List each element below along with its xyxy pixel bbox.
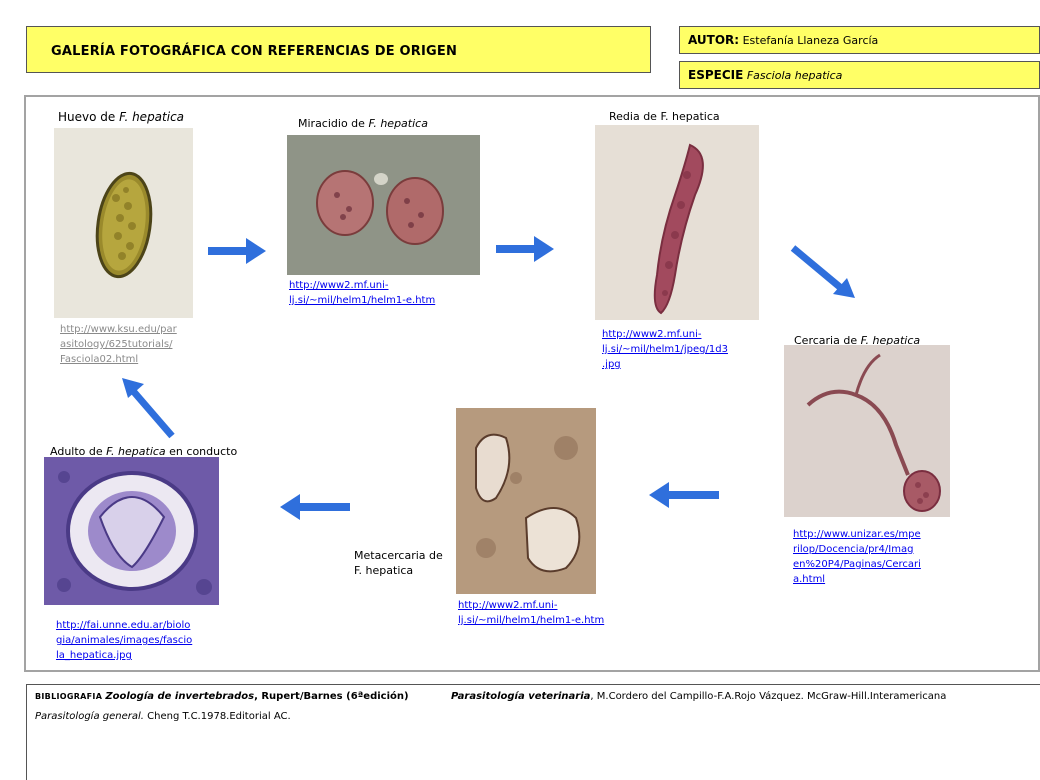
species-box: ESPECIE Fasciola hepatica bbox=[679, 61, 1040, 89]
ref3-title: Parasitología general. bbox=[35, 711, 144, 722]
photo-metacercaria bbox=[456, 408, 596, 594]
author-label: AUTOR: bbox=[688, 33, 740, 47]
arrow-up-left-icon bbox=[122, 378, 175, 439]
gallery-title: GALERÍA FOTOGRÁFICA CON REFERENCIAS DE O… bbox=[51, 44, 458, 59]
species-label: ESPECIE bbox=[688, 68, 744, 82]
url-cercaria[interactable]: http://www.unizar.es/mpe rilop/Docencia/… bbox=[793, 529, 921, 585]
arrow-right-icon bbox=[496, 236, 554, 262]
bibliography-line-2: Parasitología general. Cheng T.C.1978.Ed… bbox=[35, 711, 291, 722]
ref3-rest: Cheng T.C.1978.Editorial AC. bbox=[143, 711, 291, 722]
ref1-title: Zoología de invertebrados bbox=[105, 691, 255, 702]
caption-redia: Redia de F. hepatica bbox=[609, 110, 720, 123]
bibliography-box: BIBLIOGRAFIA Zoología de invertebrados, … bbox=[26, 684, 1040, 780]
url-miracidio[interactable]: http://www2.mf.uni- lj.si/~mil/helm1/hel… bbox=[289, 280, 436, 306]
caption-cercaria: Cercaria de F. hepatica bbox=[794, 334, 921, 347]
gallery-title-box: GALERÍA FOTOGRÁFICA CON REFERENCIAS DE O… bbox=[26, 26, 651, 73]
photo-redia bbox=[595, 125, 759, 320]
photo-huevo bbox=[54, 128, 193, 318]
url-redia[interactable]: http://www2.mf.uni- lj.si/~mil/helm1/jpe… bbox=[602, 329, 728, 370]
author-name: Estefanía Llaneza García bbox=[742, 34, 879, 47]
ref2-rest: , M.Cordero del Campillo-F.A.Rojo Vázque… bbox=[590, 691, 947, 702]
url-huevo[interactable]: http://www.ksu.edu/par asitology/625tuto… bbox=[60, 324, 177, 365]
arrow-left-icon bbox=[649, 482, 719, 508]
bibliography-line-1: BIBLIOGRAFIA Zoología de invertebrados, … bbox=[35, 691, 946, 702]
ref2-title: Parasitología veterinaria bbox=[450, 691, 591, 702]
caption-miracidio: Miracidio de F. hepatica bbox=[298, 117, 428, 130]
photo-adulto bbox=[44, 457, 219, 605]
author-box: AUTOR: Estefanía Llaneza García bbox=[679, 26, 1040, 54]
arrow-right-icon bbox=[208, 238, 266, 264]
url-metacercaria[interactable]: http://www2.mf.uni- lj.si/~mil/helm1/hel… bbox=[458, 600, 605, 626]
species-name: Fasciola hepatica bbox=[746, 69, 843, 82]
arrow-left-icon bbox=[280, 494, 350, 520]
caption-metacercaria: Metacercaria de F. hepatica bbox=[354, 549, 443, 577]
ref1-rest: , Rupert/Barnes (6ªedición) bbox=[254, 691, 409, 702]
arrow-down-right-icon bbox=[790, 245, 855, 298]
caption-huevo: Huevo de F. hepatica bbox=[58, 110, 185, 124]
photo-miracidio bbox=[287, 135, 480, 275]
bibliography-label: BIBLIOGRAFIA bbox=[35, 692, 103, 701]
photo-cercaria bbox=[784, 345, 950, 517]
url-adulto[interactable]: http://fai.unne.edu.ar/biolo gia/animale… bbox=[56, 620, 193, 661]
